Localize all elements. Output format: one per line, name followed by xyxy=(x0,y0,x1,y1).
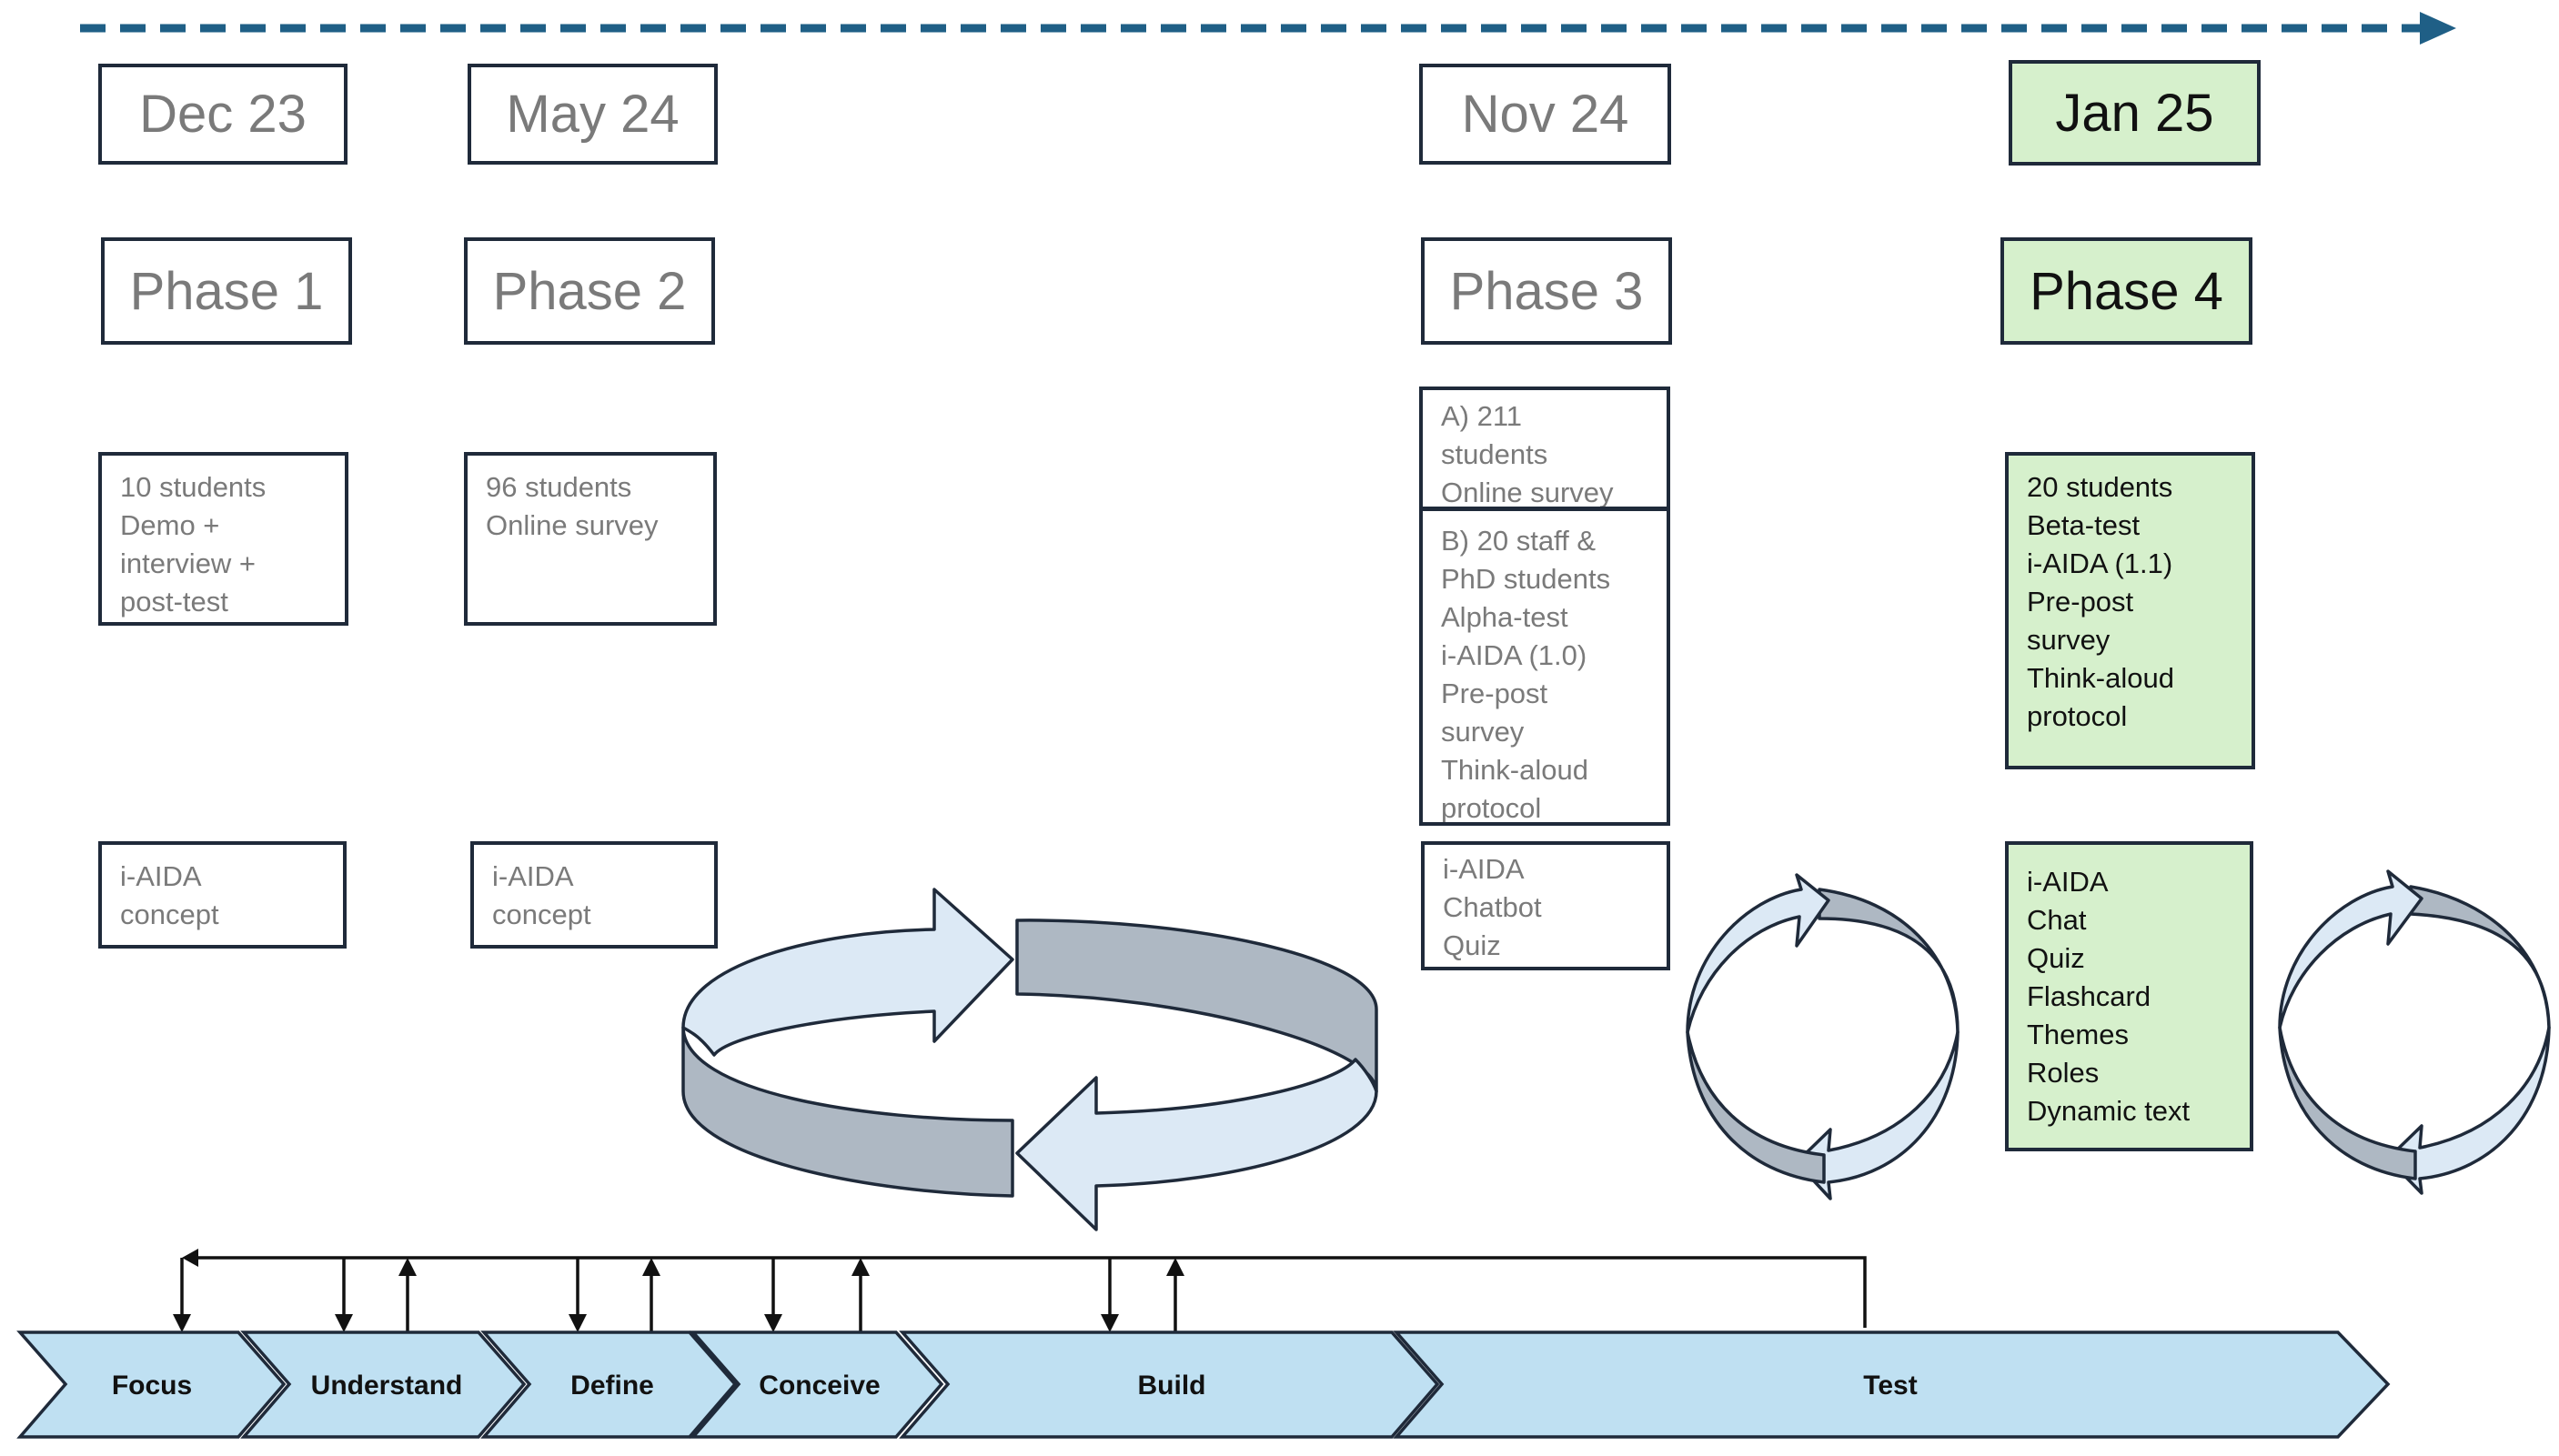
stage-label-understand: Understand xyxy=(311,1371,463,1401)
text-line: B) 20 staff & xyxy=(1441,525,1597,557)
phase-box-2: Phase 2 xyxy=(464,237,715,345)
date-box-nov24: Nov 24 xyxy=(1419,64,1671,165)
text-line: protocol xyxy=(1441,792,1542,824)
text-line: protocol xyxy=(2027,700,2128,732)
text-line: Online survey xyxy=(486,509,659,541)
date-box-jan25: Jan 25 xyxy=(2009,60,2261,166)
stage-test-shape xyxy=(1393,1330,2391,1439)
text-line: Flashcard xyxy=(2027,980,2151,1012)
text-line: Beta-test xyxy=(2027,509,2141,541)
text-line: Quiz xyxy=(1443,929,1501,961)
text-line: Roles xyxy=(2027,1057,2100,1089)
date-box-may24: May 24 xyxy=(468,64,718,165)
process-stages xyxy=(16,1330,2391,1439)
text-line: Dynamic text xyxy=(2027,1095,2191,1127)
stage-define-shape xyxy=(480,1330,738,1439)
text-line: i-AIDA (1.1) xyxy=(2027,547,2173,579)
phase-label: Phase 1 xyxy=(129,261,324,321)
phase-label: Phase 4 xyxy=(2030,261,2223,321)
text-line: 20 students xyxy=(2027,471,2173,503)
text-line: Demo + xyxy=(120,509,220,541)
stage-understand-shape xyxy=(240,1330,527,1439)
features-phase1: i-AIDA concept xyxy=(98,841,347,949)
text-line: Think-aloud xyxy=(2027,662,2174,694)
stage-conceive-shape xyxy=(690,1330,944,1439)
text-line: survey xyxy=(2027,624,2111,656)
text-line: Chat xyxy=(2027,904,2087,936)
stage-label-test: Test xyxy=(1863,1371,1917,1401)
text-line: post-test xyxy=(120,586,228,618)
text-line: interview + xyxy=(120,547,257,579)
text-line: i-AIDA xyxy=(120,860,202,892)
text-line: i-AIDA xyxy=(492,860,574,892)
text-line: Themes xyxy=(2027,1019,2129,1050)
text-line: A) 211 xyxy=(1441,400,1523,432)
text-line: concept xyxy=(492,899,591,930)
feedback-arrows xyxy=(173,1249,1867,1332)
small-cycle-icon xyxy=(2278,869,2551,1195)
date-label: Jan 25 xyxy=(2055,83,2214,143)
text-line: Pre-post xyxy=(1441,678,1548,709)
large-cycle-icon xyxy=(681,888,1378,1231)
date-box-dec23: Dec 23 xyxy=(98,64,348,165)
phase-label: Phase 2 xyxy=(492,261,687,321)
text-line: i-AIDA (1.0) xyxy=(1441,639,1587,671)
small-cycle-icon xyxy=(1686,873,1960,1200)
text-line: 96 students xyxy=(486,471,632,503)
phase-box-1: Phase 1 xyxy=(101,237,352,345)
text-line: i-AIDA xyxy=(2027,866,2109,898)
text-line: Online survey xyxy=(1441,477,1614,508)
text-line: Alpha-test xyxy=(1441,601,1568,633)
stage-label-focus: Focus xyxy=(112,1371,192,1401)
stage-focus-shape xyxy=(16,1330,287,1439)
text-line: Think-aloud xyxy=(1441,754,1588,786)
date-label: Nov 24 xyxy=(1461,85,1629,144)
text-line: Quiz xyxy=(2027,942,2085,974)
date-label: May 24 xyxy=(506,85,680,144)
features-phase2: i-AIDA concept xyxy=(470,841,718,949)
timeline-arrow xyxy=(80,12,2456,45)
phase-label: Phase 3 xyxy=(1449,261,1644,321)
text-line: Pre-post xyxy=(2027,586,2134,618)
phase-box-4: Phase 4 xyxy=(2000,237,2252,345)
stage-label-define: Define xyxy=(570,1371,654,1401)
text-line: Chatbot xyxy=(1443,891,1542,923)
text-line: PhD students xyxy=(1441,563,1611,595)
text-line: i-AIDA xyxy=(1443,853,1525,885)
date-label: Dec 23 xyxy=(139,85,307,144)
text-line: survey xyxy=(1441,716,1525,748)
text-line: 10 students xyxy=(120,471,267,503)
stage-label-conceive: Conceive xyxy=(759,1371,880,1401)
stage-label-build: Build xyxy=(1138,1371,1206,1401)
phase-box-3: Phase 3 xyxy=(1421,237,1672,345)
text-line: concept xyxy=(120,899,219,930)
text-line: students xyxy=(1441,438,1548,470)
stage-build-shape xyxy=(899,1330,1440,1439)
